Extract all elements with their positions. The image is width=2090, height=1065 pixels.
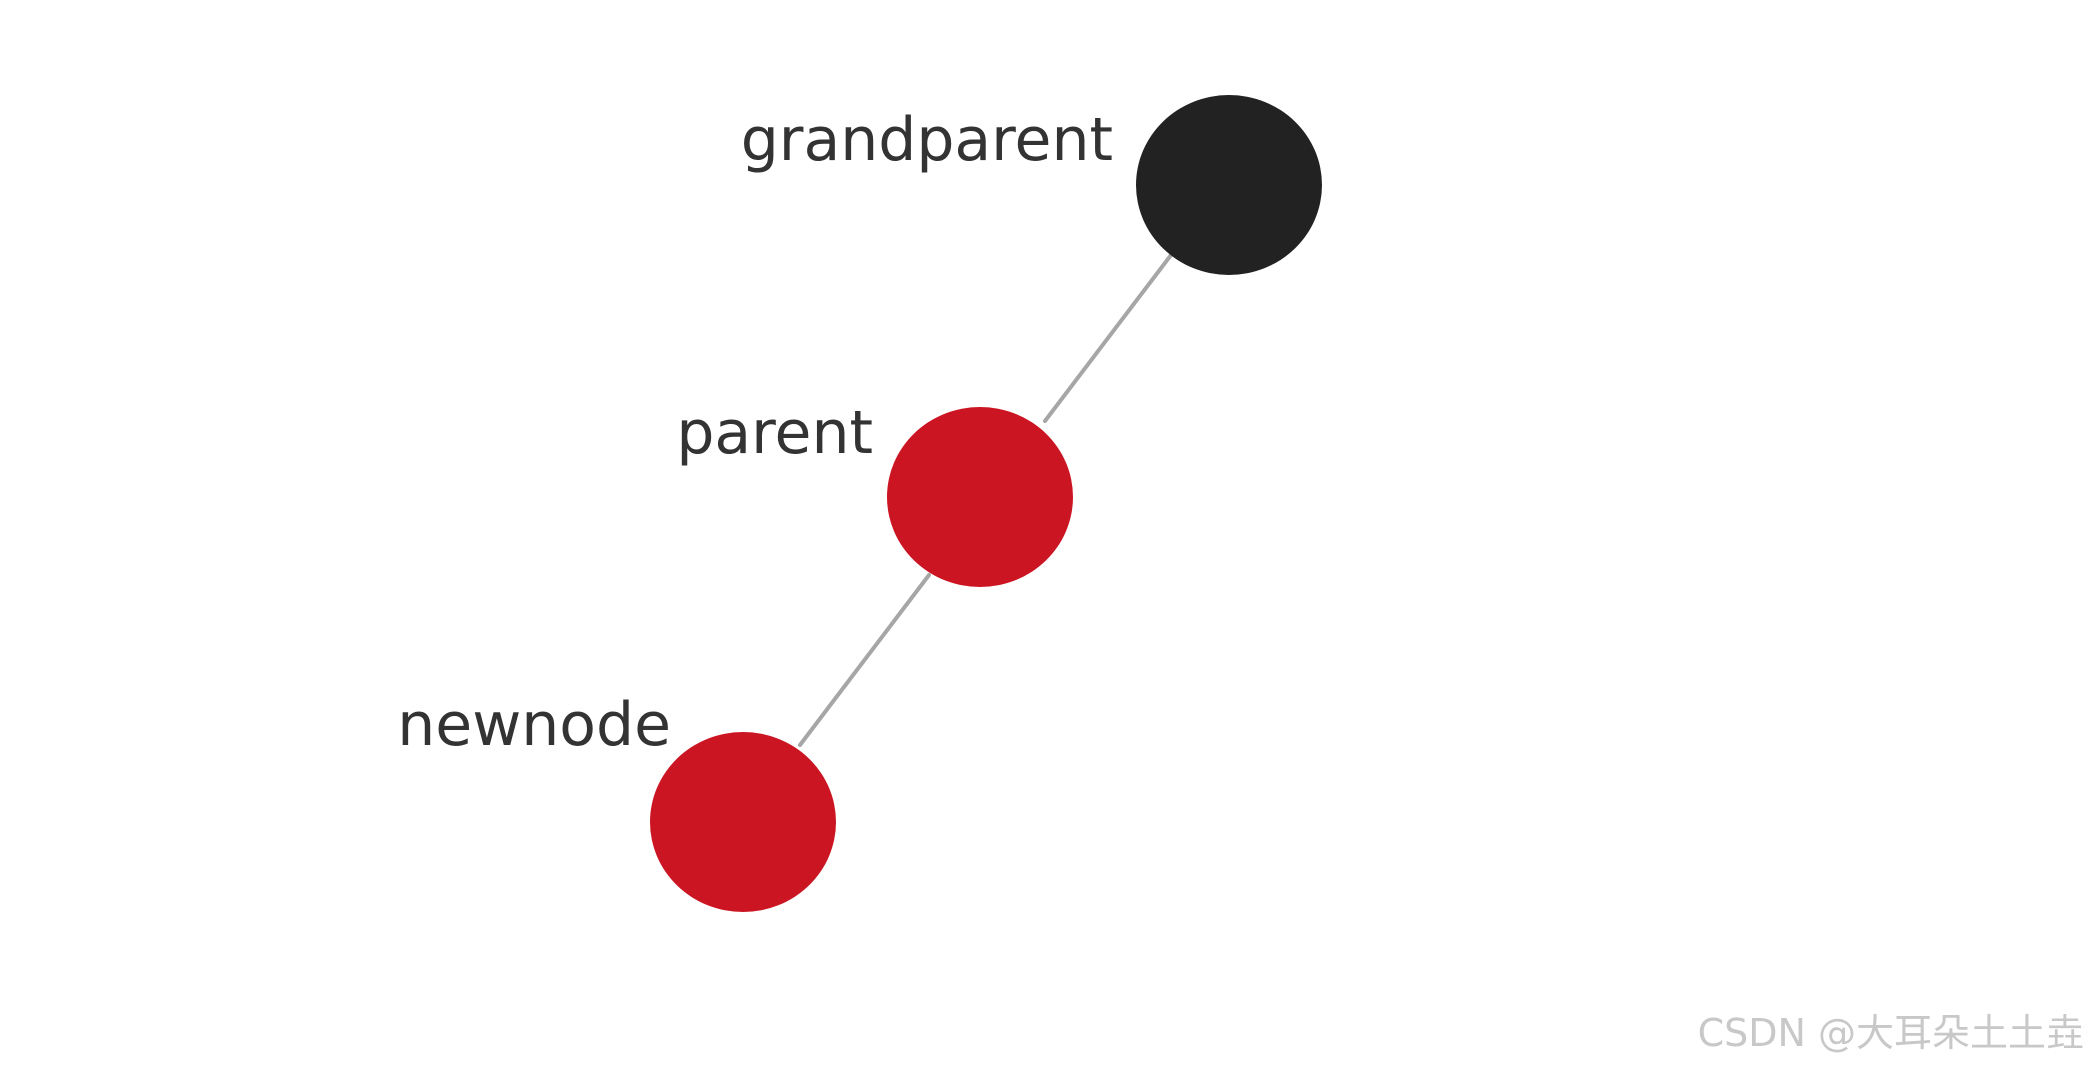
node-grandparent-circle xyxy=(1136,95,1322,275)
node-grandparent-label: grandparent xyxy=(741,105,1113,175)
node-parent-label: parent xyxy=(676,398,873,468)
node-newnode-circle xyxy=(650,732,836,912)
watermark-text: CSDN @大耳朵土土垚 xyxy=(1697,1011,2084,1055)
edge-parent-newnode xyxy=(798,573,931,747)
node-grandparent: grandparent xyxy=(741,95,1322,275)
node-newnode-label: newnode xyxy=(397,690,671,760)
node-parent: parent xyxy=(676,398,1073,587)
node-parent-circle xyxy=(887,407,1073,587)
edge-grandparent-parent xyxy=(1043,253,1173,423)
node-newnode: newnode xyxy=(397,690,836,912)
